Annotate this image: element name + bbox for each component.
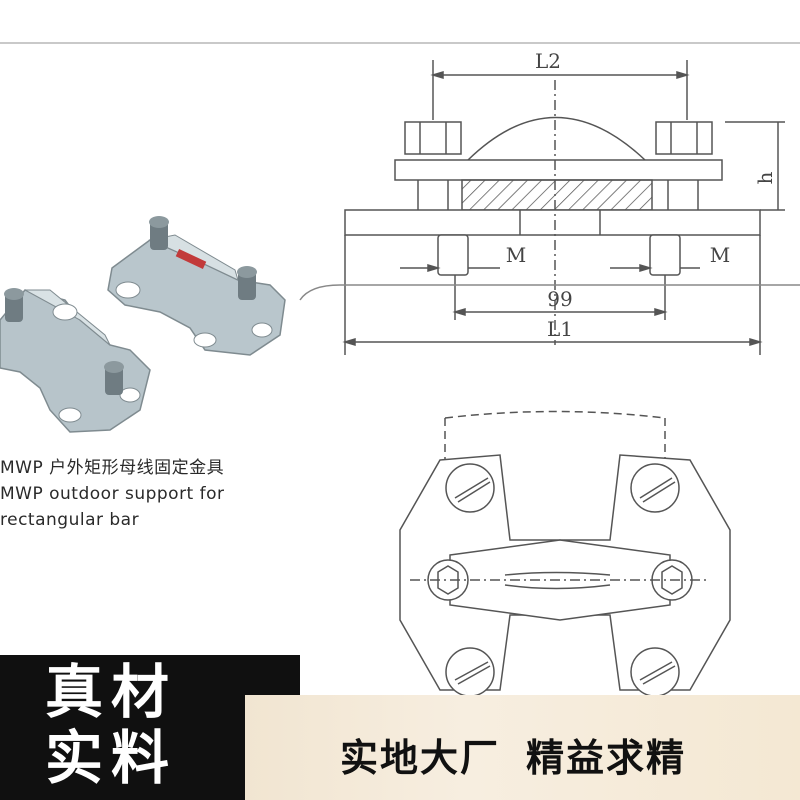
dim-l1-label: L1 <box>547 317 573 341</box>
stamp-line-2: 实料 <box>45 724 178 792</box>
dim-l2-label: L2 <box>535 49 561 73</box>
side-view <box>299 60 800 355</box>
slogan-part-2: 精益求精 <box>526 736 687 780</box>
caption-line-2: MWP outdoor support for <box>0 484 225 504</box>
dim-m-right-label: M <box>710 243 730 267</box>
top-view <box>399 410 731 697</box>
bottom-banner: 真材 实料 实地大厂精益求精 <box>0 655 800 800</box>
dim-h-label: h <box>753 171 777 184</box>
dim-m-left-label: M <box>506 243 526 267</box>
product-photo <box>0 216 286 433</box>
top-divider <box>0 0 800 44</box>
banner-light-block <box>245 695 800 800</box>
dim-99-label: 99 <box>547 287 572 311</box>
stamp-line-1: 真材 <box>45 658 178 726</box>
slogan: 实地大厂精益求精 <box>340 727 780 780</box>
caption-line-3: rectangular bar <box>0 510 140 530</box>
slogan-part-1: 实地大厂 <box>340 736 501 780</box>
caption-line-1: MWP 户外矩形母线固定金具 <box>0 458 225 478</box>
front-clamp <box>0 288 151 433</box>
quality-stamp: 真材 实料 <box>45 660 205 800</box>
back-clamp <box>107 216 286 356</box>
product-caption: MWP 户外矩形母线固定金具 MWP outdoor support for r… <box>0 455 300 533</box>
